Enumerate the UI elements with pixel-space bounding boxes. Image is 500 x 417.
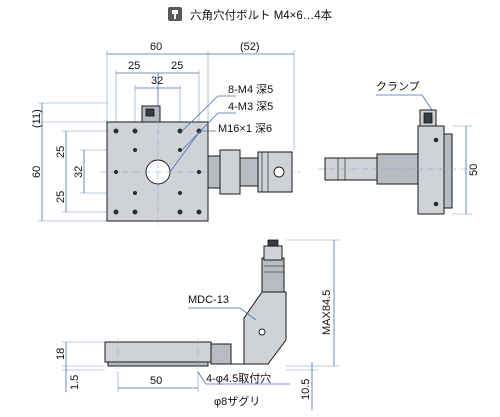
dim-v-inner: 32 (73, 166, 85, 178)
side-view: クランプ 50 (318, 80, 480, 215)
label-micrometer: MDC-13 (188, 294, 229, 306)
top-view: 60 (52) 25 25 32 (11) 60 25 32 25 (31, 41, 300, 228)
tapped-holes-m4 (113, 128, 202, 215)
dim-v-upper: 25 (55, 146, 67, 158)
dim-max: MAX84.5 (321, 290, 333, 335)
note-counterbore: φ8ザグリ (214, 394, 260, 408)
dim-base: 1.5 (69, 375, 81, 390)
header: 六角穴付ボルト M4×6…4本 (168, 7, 333, 22)
dim-inner: 32 (151, 75, 163, 87)
micrometer-head-top (207, 149, 293, 195)
hex-socket-bolt-icon (168, 7, 182, 21)
tapped-holes-m3 (113, 147, 202, 196)
dim-width: 60 (150, 41, 162, 53)
dim-thickness: 18 (55, 348, 67, 360)
dim-holes-right: 25 (171, 60, 183, 72)
angle-bracket (231, 291, 287, 365)
dim-micrometer: (52) (240, 41, 260, 53)
note-4m3: 4-M3 深5 (228, 100, 273, 113)
dim-width: 50 (150, 375, 162, 387)
header-text: 六角穴付ボルト M4×6…4本 (190, 8, 333, 22)
front-view: MDC-13 MAX84.5 18 1.5 50 10.5 4-φ4.5取付穴 … (55, 239, 340, 410)
dim-height: 60 (31, 166, 43, 178)
dim-holes-left: 25 (128, 60, 140, 72)
label-clamp: クランプ (376, 80, 420, 93)
note-m16: M16×1 深6 (218, 122, 272, 135)
dim-offset: (11) (31, 109, 43, 128)
side-dim-height: 50 (468, 164, 480, 176)
note-mount: 4-φ4.5取付穴 (206, 371, 271, 385)
dim-bottom: 10.5 (300, 379, 312, 400)
note-8m4: 8-M4 深5 (228, 83, 273, 96)
base-plate (104, 341, 212, 363)
dim-v-lower: 25 (55, 191, 67, 203)
